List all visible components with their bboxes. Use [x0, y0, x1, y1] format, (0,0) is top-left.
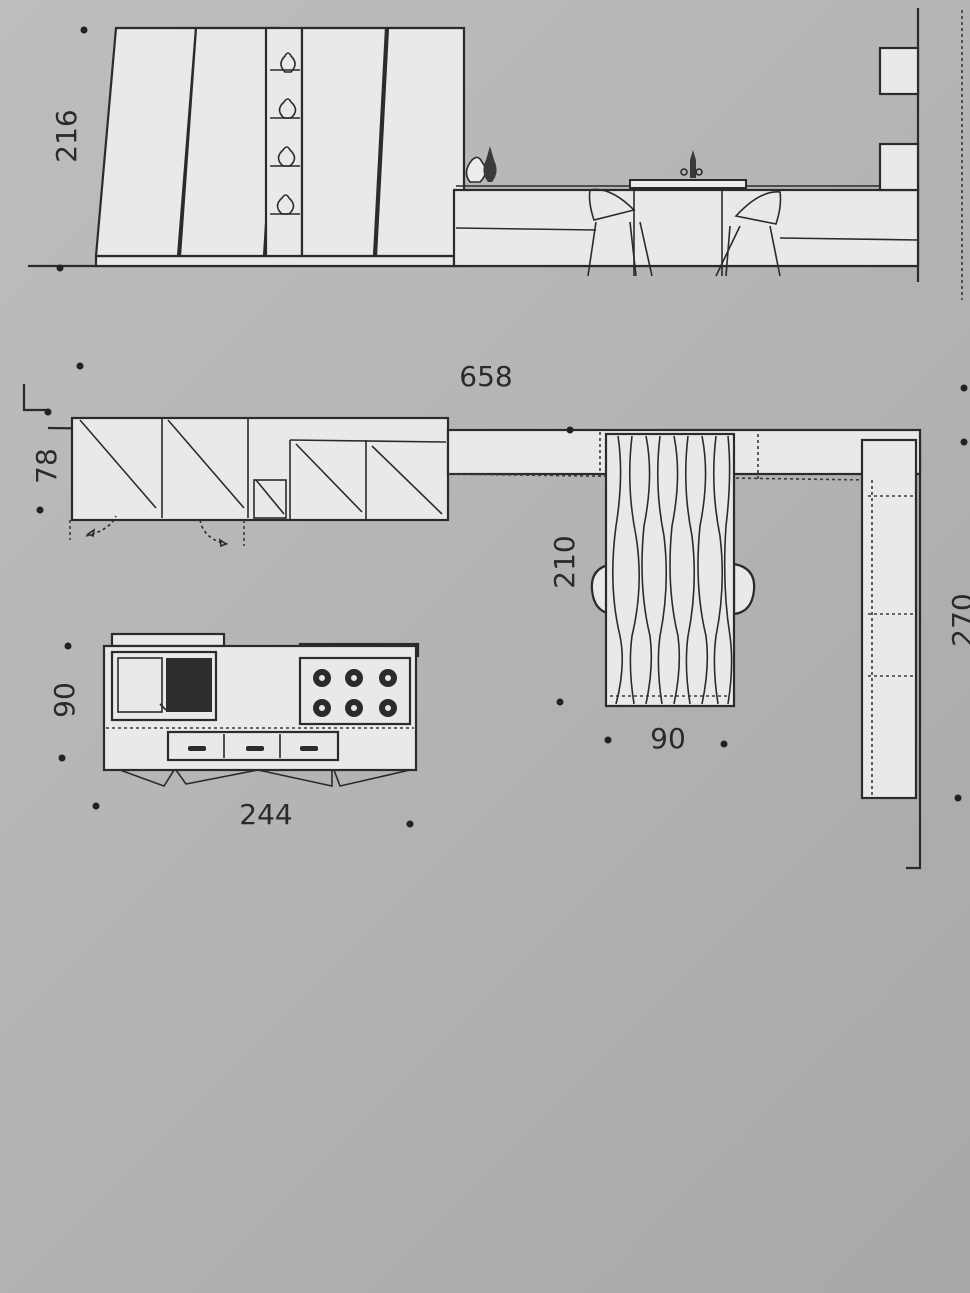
tall-cabinets: [94, 26, 466, 268]
wall-unit: [878, 142, 920, 192]
plan-view: 658 78 210 90 90 244 270: [22, 360, 970, 870]
dim-total-width: 658: [459, 360, 512, 393]
chair-icon: [587, 188, 653, 277]
dim-wall-depth: 78: [30, 448, 63, 484]
dim-peninsula-length: 210: [548, 535, 581, 588]
plan-right-wall: [906, 438, 922, 870]
wall-unit: [878, 46, 920, 96]
table-top: [629, 179, 747, 189]
dim-island-depth: 90: [48, 682, 81, 718]
dim-right-run: 270: [946, 593, 970, 646]
dim-tall-height: 216: [50, 109, 83, 162]
plan-left-wall: [22, 384, 50, 414]
vase-icon: [465, 146, 497, 183]
kitchen-island: [102, 632, 420, 787]
chair-icon: [715, 191, 782, 277]
base-counter-elevation: [452, 146, 920, 277]
sink-basin-icon: [166, 658, 212, 712]
dimension-dots: [36, 26, 968, 828]
peninsula-table: [590, 432, 756, 708]
vase-icon: [276, 52, 297, 215]
display-niche: [264, 26, 304, 258]
side-cabinets-plan: [860, 438, 918, 800]
dim-island-length: 244: [239, 798, 292, 831]
elevation-view: 216: [28, 8, 920, 282]
bottle-icon: [680, 150, 703, 178]
dim-peninsula-width: 90: [650, 722, 686, 755]
wall-cabinets-plan: [69, 416, 450, 548]
